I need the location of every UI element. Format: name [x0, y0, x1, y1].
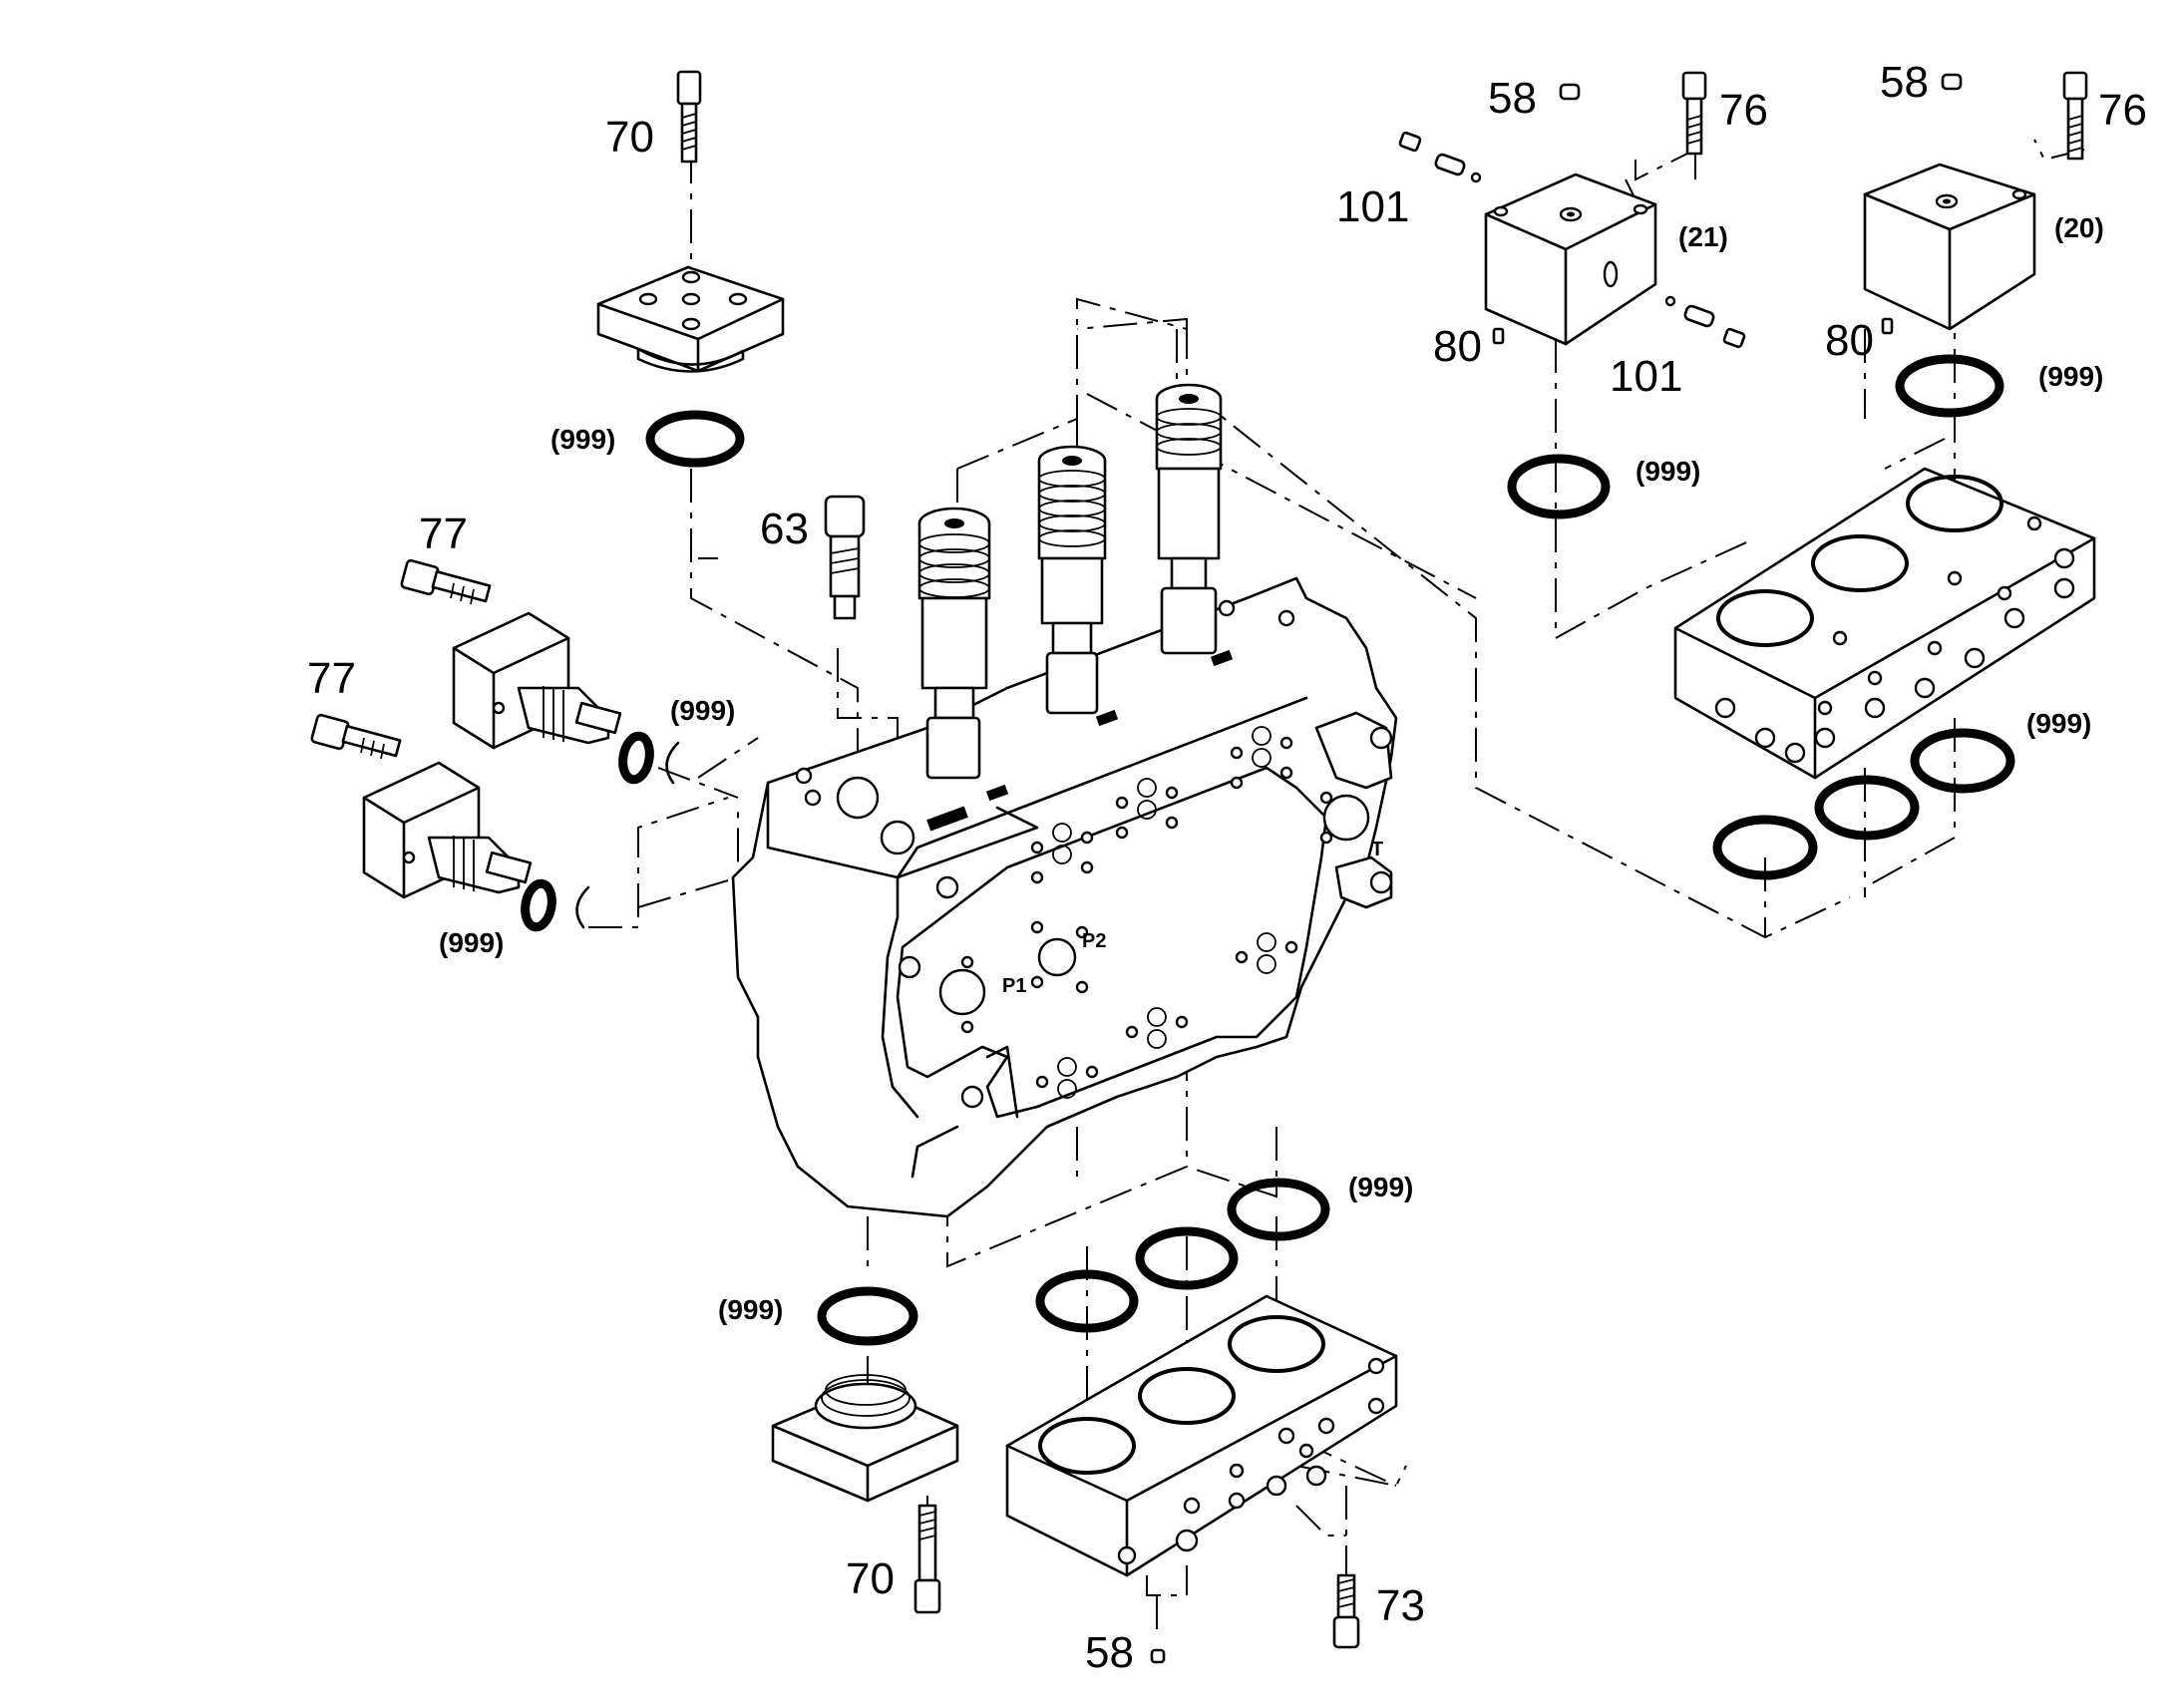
top-cover-plate	[596, 265, 785, 373]
callout-80-b: 80	[1825, 316, 1874, 365]
callout-101-a: 101	[1336, 182, 1409, 231]
callout-70-bottom: 70	[846, 1554, 895, 1603]
screw-73	[1332, 1573, 1360, 1649]
spool-assembly-3	[1155, 383, 1223, 655]
top-port-hole	[880, 820, 915, 855]
port-label-p1: P1	[1002, 975, 1026, 997]
port-p2	[1037, 937, 1077, 977]
side-valve-77-upper	[400, 558, 622, 750]
callout-101-b: 101	[1610, 352, 1682, 401]
plug-58-r1	[1559, 83, 1581, 101]
callout-999-left-b: (999)	[439, 927, 504, 958]
callout-77-a: 77	[419, 510, 468, 558]
bottom-flange	[771, 1374, 959, 1503]
callout-77-b: 77	[307, 654, 356, 703]
o-rings-right-bottom	[1712, 728, 2015, 880]
callout-70-top: 70	[605, 113, 654, 162]
small-pins-101	[1398, 131, 1746, 349]
callout-999-r3: (999)	[2026, 708, 2091, 739]
part-63-check-valve	[824, 495, 866, 620]
side-valve-77-lower	[310, 713, 533, 899]
port-label-p2: P2	[1082, 930, 1106, 952]
o-ring-r1	[1507, 454, 1611, 519]
callout-21: (21)	[1678, 221, 1728, 252]
callout-76-r1: 76	[1719, 86, 1768, 135]
actuator-block-21	[1484, 172, 1657, 346]
bottom-manifold-block	[1005, 1294, 1398, 1577]
callout-20: (20)	[2054, 212, 2104, 243]
callout-80-a: 80	[1433, 322, 1482, 371]
o-ring-r2	[1895, 354, 2004, 418]
port-p1	[938, 968, 986, 1016]
callout-999-r2: (999)	[2038, 361, 2103, 392]
port-t	[1322, 794, 1370, 842]
o-ring-top	[645, 410, 745, 468]
bolt-70-top	[676, 70, 702, 164]
callout-76-r2: 76	[2098, 86, 2147, 135]
callout-58-bottom: 58	[1085, 1628, 1134, 1677]
callout-58-r2: 58	[1880, 58, 1929, 107]
plug-58-bottom	[1150, 1648, 1166, 1664]
lug-hole	[1369, 726, 1393, 750]
callout-labels: 70 (999) 63 77 77 (999) (999) 58 76 101 …	[307, 58, 2147, 1677]
side-o-rings	[521, 731, 680, 932]
o-ring-bottom-left	[817, 1286, 918, 1346]
spool-assembly-2	[1037, 445, 1107, 715]
callout-999-r1: (999)	[1635, 456, 1700, 487]
callout-999-left-a: (999)	[670, 695, 735, 726]
o-rings-bottom	[1035, 1178, 1330, 1333]
callout-999-bottom-mid: (999)	[1348, 1172, 1413, 1202]
spool-assembly-1	[917, 507, 991, 780]
lug-hole	[1369, 870, 1393, 894]
top-port-hole	[836, 776, 880, 820]
bolt-76-r2	[2062, 71, 2088, 161]
right-manifold-block	[1673, 467, 2096, 780]
callout-999-top: (999)	[550, 424, 615, 455]
callout-58-r1: 58	[1488, 74, 1537, 123]
plug-58-r2	[1941, 73, 1963, 91]
actuator-block-20	[1863, 163, 2036, 335]
main-valve-body	[731, 576, 1398, 1218]
callout-73: 73	[1376, 1581, 1425, 1630]
callout-63: 63	[760, 505, 809, 553]
bolt-76-r1	[1681, 71, 1707, 156]
bolt-70-bottom	[913, 1504, 941, 1614]
callout-999-bottom-left: (999)	[718, 1294, 783, 1325]
port-label-t: T	[1371, 839, 1383, 860]
